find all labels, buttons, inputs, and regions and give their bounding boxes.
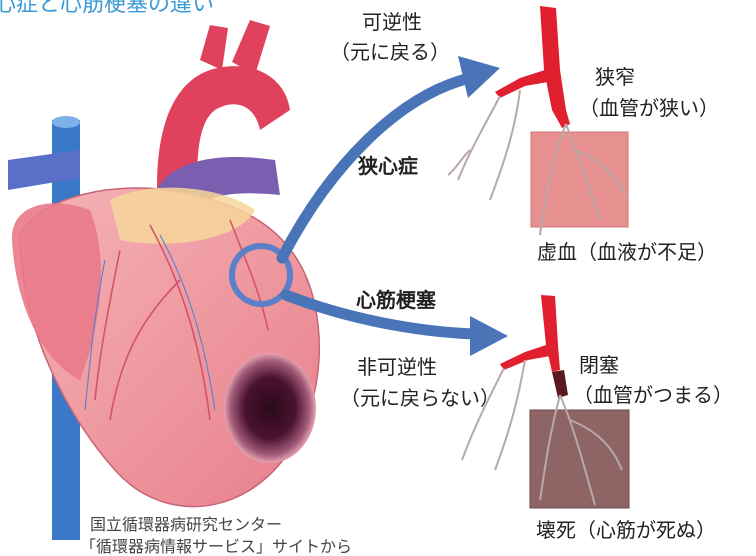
credit-line-1: 国立循環器病研究センター xyxy=(90,516,282,534)
necrosis-area xyxy=(224,353,316,463)
infarction-label: 心筋梗塞 xyxy=(356,289,436,312)
angina-reversibility: 可逆性 xyxy=(362,11,422,34)
ischemia-tissue xyxy=(531,132,628,227)
infarction-vessel-note: （血管がつまる） xyxy=(573,384,733,407)
infarction-vessel-state: 閉塞 xyxy=(579,354,619,377)
angina-label: 狭心症 xyxy=(358,155,418,178)
angina-vessel-state: 狭窄 xyxy=(595,66,635,89)
angina-reversibility-note: （元に戻る） xyxy=(330,41,450,64)
blockage-spot xyxy=(552,370,568,398)
angina-tissue-state: 虚血（血液が不足） xyxy=(537,241,717,264)
infarction-reversibility: 非可逆性 xyxy=(357,356,437,379)
heart-illustration xyxy=(8,20,319,540)
credit-line-2: 「循環器病情報サービス」サイトから xyxy=(80,538,352,556)
infarction-tissue-state: 壊死（心筋が死ぬ） xyxy=(536,519,716,542)
arrow-head-infarction xyxy=(470,316,508,356)
angina-vessel-note: （血管が狭い） xyxy=(579,97,719,120)
arrow-head-angina xyxy=(458,56,500,98)
title-fragment: 心症と心筋梗塞の違い xyxy=(0,0,214,17)
infarction-reversibility-note: （元に戻らない） xyxy=(340,387,500,410)
